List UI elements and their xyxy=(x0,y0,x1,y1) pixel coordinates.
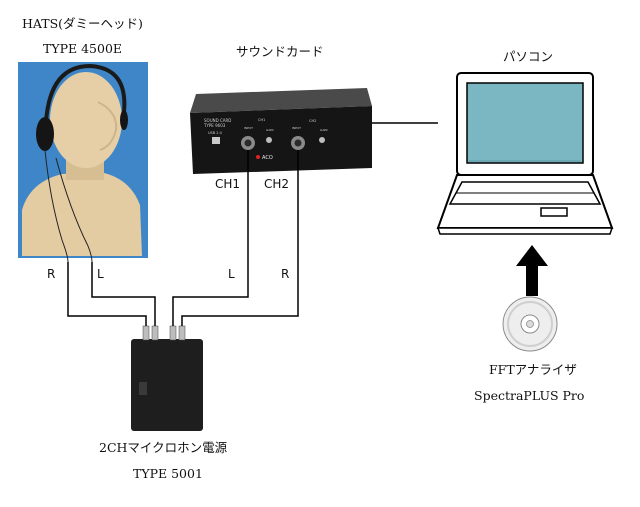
hats-right-label: R xyxy=(47,267,56,281)
hats-bust xyxy=(22,172,142,256)
hats-head xyxy=(50,72,122,168)
power-supply-connector xyxy=(169,325,177,341)
hats-face-contour xyxy=(97,101,118,151)
power-supply-connector xyxy=(151,325,159,341)
power-switch xyxy=(139,382,147,395)
aco-logo-mark xyxy=(256,155,260,159)
hats-cable-r xyxy=(44,149,69,263)
mic-power-model: TYPE 5001 xyxy=(133,466,203,481)
ch2-gain-knob xyxy=(319,137,325,143)
mic-power-title: 2CHマイクロホン電源 xyxy=(99,440,228,455)
sound-card-panel-text: INPUT xyxy=(292,126,301,130)
power-supply-body xyxy=(131,339,203,431)
headphone-band xyxy=(44,63,127,123)
sound-card-title: サウンドカード xyxy=(236,44,324,59)
usb-port xyxy=(212,137,220,144)
wire-ch1 xyxy=(172,150,249,326)
sound-card-panel-text: GAIN xyxy=(320,128,328,132)
wiring xyxy=(67,150,299,326)
sound-card-panel-text: INPUT xyxy=(244,126,253,130)
sound-card-panel-text: GAIN xyxy=(266,128,274,132)
hats-model: TYPE 4500E xyxy=(43,41,123,56)
ch1-gain-knob xyxy=(266,137,272,143)
ch2-label: CH2 xyxy=(264,177,290,191)
mic-power-supply xyxy=(131,325,203,431)
upload-arrow xyxy=(516,245,548,296)
sound-card-panel-text: CH2 xyxy=(309,119,316,123)
ch1-label: CH1 xyxy=(215,177,241,191)
sound-card-panel-text: USB 2.0 xyxy=(208,131,222,135)
software-name: FFTアナライザ xyxy=(489,362,577,377)
sound-card-device: SOUND CARD TYPE 9603 USB 2.0 CH1 CH2 INP… xyxy=(190,88,372,174)
sound-card-logo-text: ACO xyxy=(262,155,273,161)
sound-card-top xyxy=(190,88,372,113)
laptop-base-edge xyxy=(436,227,614,235)
wire-hats-l xyxy=(91,262,156,326)
sound-card-panel-text: TYPE 9603 xyxy=(203,123,226,128)
wire-hats-r xyxy=(67,262,147,326)
pc-laptop xyxy=(436,72,614,235)
pc-title: パソコン xyxy=(503,49,554,64)
software-cd-icon xyxy=(502,296,558,352)
hats-dummy-head xyxy=(18,62,148,263)
laptop-screen xyxy=(466,82,584,164)
sound-card-front xyxy=(190,106,372,174)
power-supply-connector xyxy=(178,325,186,341)
laptop-touchpad xyxy=(540,207,568,217)
hats-cable-l xyxy=(55,157,93,263)
sound-card-panel-text: SOUND CARD xyxy=(204,118,231,123)
wire-ch2 xyxy=(181,150,299,326)
hats-left-label: L xyxy=(97,267,104,281)
hats-title: HATS(ダミーヘッド) xyxy=(22,16,143,31)
headphone-left-cup xyxy=(36,117,54,151)
headphone-right-cup xyxy=(120,110,128,130)
cable-l-label: L xyxy=(228,267,235,281)
cable-r-label: R xyxy=(281,267,290,281)
arrow-up-icon xyxy=(516,245,548,296)
software-product: SpectraPLUS Pro xyxy=(474,388,585,403)
power-supply-connector xyxy=(142,325,150,341)
sound-card-panel-text: CH1 xyxy=(258,118,265,122)
